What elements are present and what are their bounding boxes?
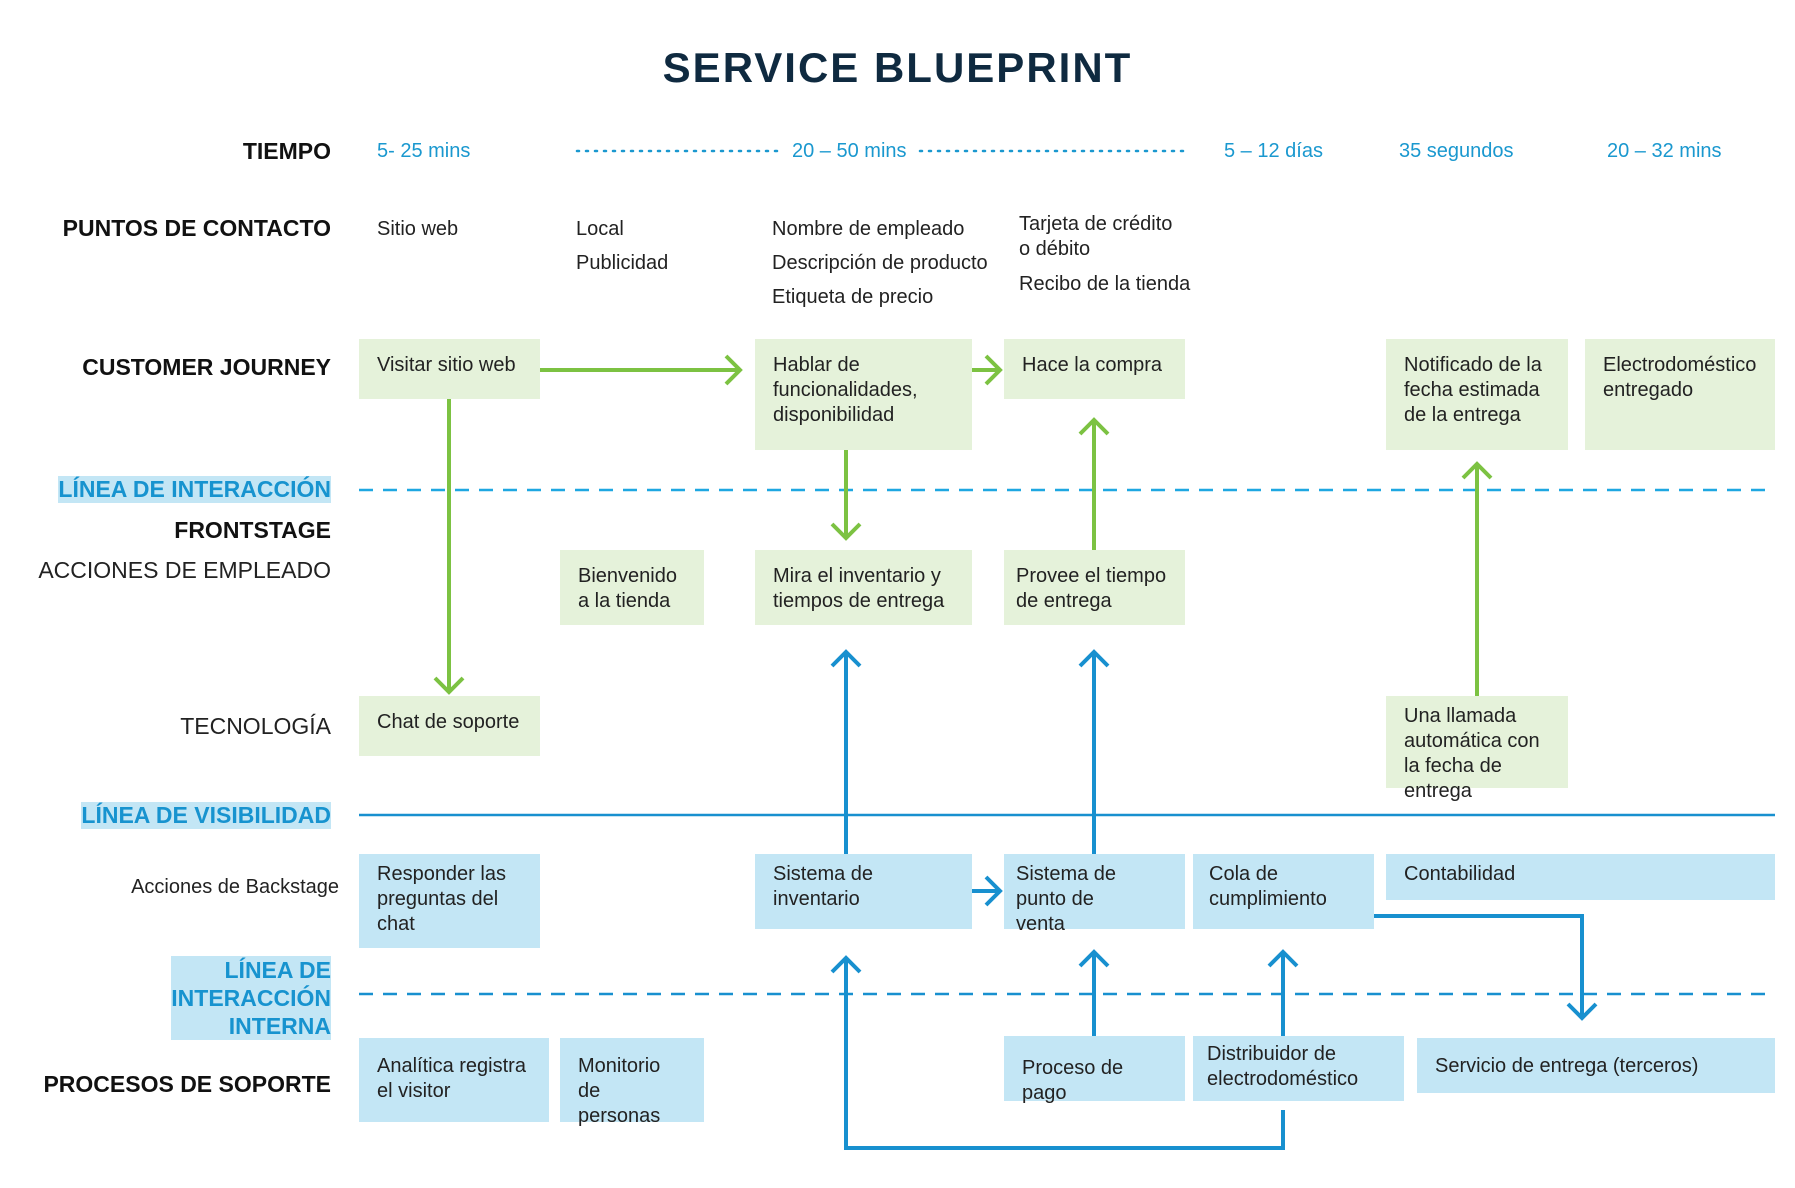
arrowhead (1267, 949, 1299, 968)
row-label-linea-interaccion: LÍNEA DE INTERACCIÓN (58, 476, 331, 503)
touchpoint-item: Tarjeta de crédito (1019, 213, 1173, 235)
arrowhead (830, 522, 862, 541)
backstage-sistema-punto-venta: Sistema de punto de venta (1004, 854, 1185, 935)
linea-interna-line-3: INTERNA (228, 1013, 331, 1039)
support-distribuidor: Distribuidor de electrodoméstico (1193, 1036, 1404, 1101)
arrowhead (984, 875, 1003, 907)
row-label-frontstage: FRONTSTAGE (174, 517, 331, 543)
touchpoint-group: Tarjeta de crédito o débito Recibo de la… (1019, 212, 1190, 297)
customer-step-notificado: Notificado de la fecha estimada de la en… (1386, 339, 1568, 450)
technology-llamada-automatica: Una llamada automática con la fecha de e… (1386, 696, 1568, 802)
row-label-procesos-soporte: PROCESOS DE SOPORTE (43, 1071, 331, 1097)
touchpoint-item: Etiqueta de precio (772, 286, 934, 308)
arrowhead (1461, 461, 1493, 480)
support-monitorio: Monitorio de personas (560, 1038, 704, 1127)
touchpoint-item: Publicidad (576, 252, 669, 274)
diagram-title: SERVICE BLUEPRINT (662, 44, 1133, 91)
backstage-cola-cumplimiento: Cola de cumplimiento (1193, 854, 1374, 929)
row-label-tecnologia: TECNOLOGÍA (180, 713, 331, 739)
arrowhead (830, 649, 862, 668)
touchpoint-item: Descripción de producto (772, 252, 988, 274)
touchpoint-group: Sitio web (377, 212, 458, 246)
tiempo-value: 35 segundos (1399, 140, 1514, 162)
touchpoint-group: Local Publicidad (576, 212, 668, 280)
row-label-customer-journey: CUSTOMER JOURNEY (82, 354, 331, 380)
linea-interna-line-2: INTERACCIÓN (171, 985, 331, 1011)
tiempo-value: 20 – 50 mins (792, 140, 907, 162)
backstage-responder-chat: Responder las preguntas del chat (359, 854, 540, 948)
arrowhead (1078, 417, 1110, 436)
customer-step-entregado: Electrodoméstico entregado (1585, 339, 1775, 450)
arrow-distribuidor-to-inventario (844, 958, 1285, 1150)
arrowhead (830, 955, 862, 974)
support-proceso-pago: Proceso de pago (1004, 1036, 1185, 1104)
technology-chat-soporte: Chat de soporte (359, 696, 540, 756)
touchpoint-item: o débito (1019, 238, 1091, 260)
arrow-cola-to-servicio (1374, 914, 1584, 1018)
backstage-contabilidad: Contabilidad (1386, 854, 1775, 900)
tiempo-value: 5 – 12 días (1224, 140, 1323, 162)
touchpoint-item: Nombre de empleado (772, 218, 965, 240)
row-label-linea-interna: LÍNEA DE INTERACCIÓN INTERNA (171, 956, 331, 1040)
arrowhead (1078, 649, 1110, 668)
row-label-puntos-contacto: PUNTOS DE CONTACTO (62, 215, 331, 241)
touchpoint-item: Local (576, 218, 624, 240)
touchpoint-group: Nombre de empleado Descripción de produc… (772, 212, 988, 314)
touchpoint-item: Recibo de la tienda (1019, 273, 1191, 295)
tiempo-value: 20 – 32 mins (1607, 140, 1722, 162)
arrowhead (1078, 949, 1110, 968)
support-servicio-entrega: Servicio de entrega (terceros) (1417, 1038, 1775, 1093)
arrowhead (433, 676, 465, 695)
linea-interna-line-1: LÍNEA DE (224, 957, 332, 983)
employee-action-provee-tiempo: Provee el tiempo de entrega (1004, 550, 1185, 625)
row-label-acciones-empleado: ACCIONES DE EMPLEADO (38, 557, 331, 583)
arrowhead (724, 354, 743, 386)
support-analitica: Analítica registra el visitor (359, 1038, 549, 1122)
row-label-tiempo: TIEMPO (242, 138, 331, 164)
arrowhead (984, 354, 1003, 386)
arrowhead (1566, 1002, 1598, 1021)
row-label-linea-visibilidad: LÍNEA DE VISIBILIDAD (81, 802, 331, 829)
backstage-sistema-inventario: Sistema de inventario (755, 854, 972, 929)
employee-action-bienvenido: Bienvenido a la tienda (560, 550, 704, 625)
customer-step-compra: Hace la compra (1004, 339, 1185, 399)
customer-step-hablar: Hablar de funcionalidades, disponibilida… (755, 339, 972, 450)
tiempo-value: 5- 25 mins (377, 140, 471, 162)
employee-action-mira-inventario: Mira el inventario y tiempos de entrega (755, 550, 972, 625)
row-label-acciones-backstage: Acciones de Backstage (131, 876, 339, 898)
customer-step-visitar-sitio: Visitar sitio web (359, 339, 540, 399)
touchpoint-item: Sitio web (377, 218, 459, 240)
